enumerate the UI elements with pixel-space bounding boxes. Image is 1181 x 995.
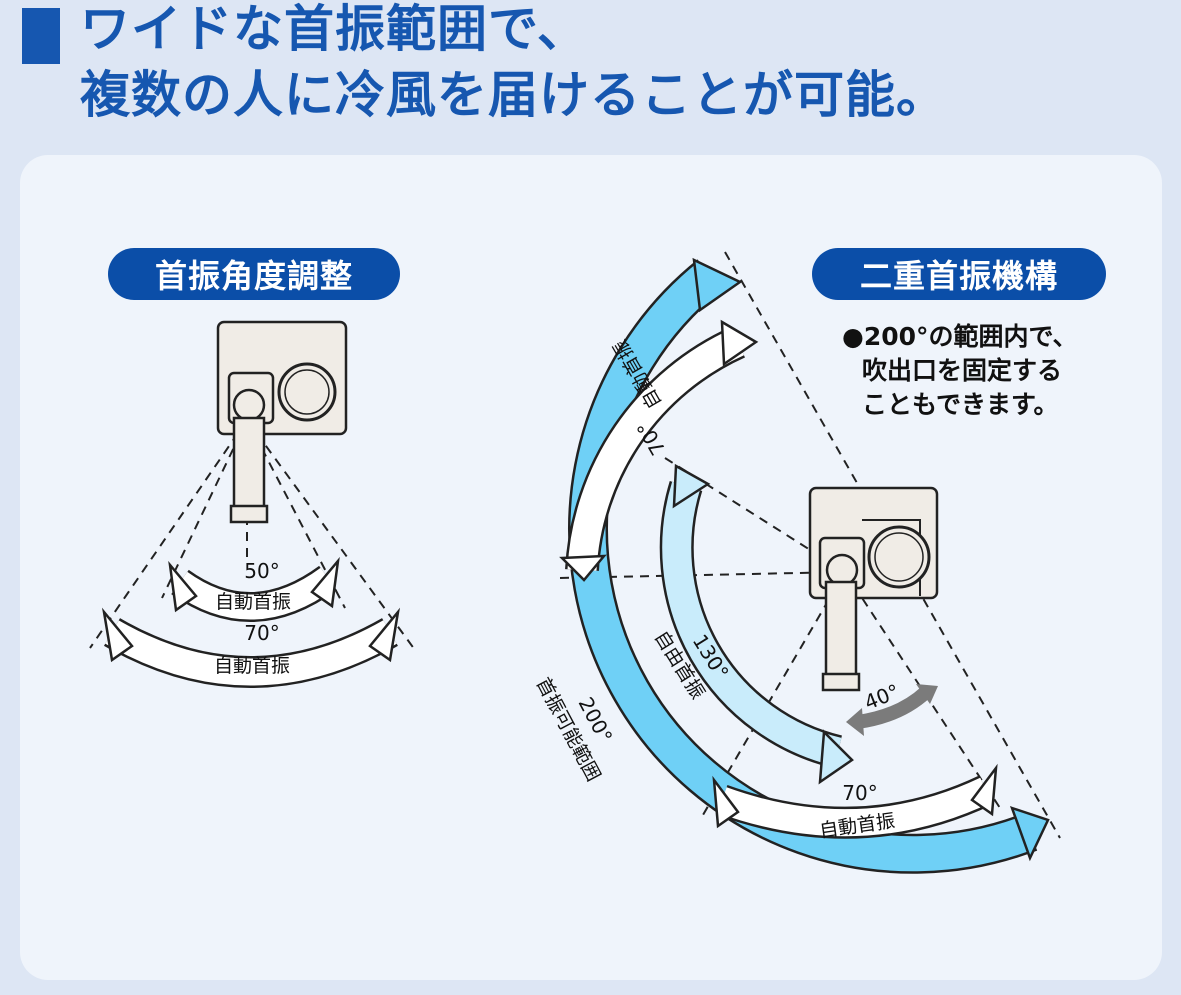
- lower-auto-angle: 70°: [842, 781, 877, 805]
- note-line-3: こともできます。: [862, 390, 1059, 419]
- free-arrowhead-top: [672, 463, 711, 509]
- range-arrow: [570, 261, 1037, 872]
- unit-angle-arrowhead-right: [916, 684, 938, 704]
- left-outer-arrow: [105, 620, 397, 686]
- title-line-1: ワイドな首振範囲で、: [80, 0, 588, 58]
- left-spot-cooler-unit: [216, 320, 348, 524]
- upper-auto-arrow: [567, 328, 745, 571]
- left-inner-arrow: [172, 567, 336, 620]
- upper-auto-arrowhead-bottom: [559, 554, 607, 582]
- left-diagram: 50° 自動首振 70° 自動首振: [89, 320, 416, 688]
- fixed-outlet-note: ●200°の範囲内で、 吹出口を固定する こともできます。: [842, 320, 1078, 422]
- page-title: ワイドな首振範囲で、 複数の人に冷風を届けることが可能。: [80, 0, 947, 128]
- left-inner-arrowhead-left: [168, 560, 198, 613]
- left-outer-arrowhead-left: [102, 607, 134, 663]
- left-inner-label: 自動首振: [215, 591, 291, 613]
- free-arrowhead-bottom: [818, 729, 854, 785]
- left-outer-label: 自動首振: [214, 655, 290, 677]
- note-line-1: ●200°の範囲内で、: [842, 322, 1078, 351]
- right-heading: 二重首振機構: [812, 248, 1106, 300]
- right-diagram: 200° 首振可能範囲 70° 自動首振 130° 自由首振 70° 自動首振 …: [532, 251, 1061, 874]
- range-arrowhead-bottom: [1009, 805, 1050, 862]
- left-outer-arrowhead-right: [368, 607, 400, 663]
- right-spot-cooler-unit: [808, 486, 939, 692]
- lower-auto-arrowhead-left: [712, 775, 740, 829]
- range-arrowhead-top: [692, 257, 743, 313]
- free-arrow: [662, 481, 842, 767]
- title-line-2: 複数の人に冷風を届けることが可能。: [80, 66, 947, 124]
- lower-auto-arrow: [717, 777, 992, 837]
- title-marker: [22, 8, 60, 64]
- left-inner-angle: 50°: [244, 559, 279, 583]
- unit-angle-arrow: [856, 686, 931, 729]
- lower-auto-arrowhead-right: [970, 763, 998, 817]
- left-heading: 首振角度調整: [108, 248, 400, 300]
- left-inner-arrowhead-right: [310, 556, 340, 609]
- unit-angle-arrowhead-left: [846, 708, 864, 736]
- upper-auto-arrowhead-top: [720, 319, 759, 367]
- left-outer-angle: 70°: [244, 621, 279, 645]
- note-line-2: 吹出口を固定する: [862, 356, 1063, 385]
